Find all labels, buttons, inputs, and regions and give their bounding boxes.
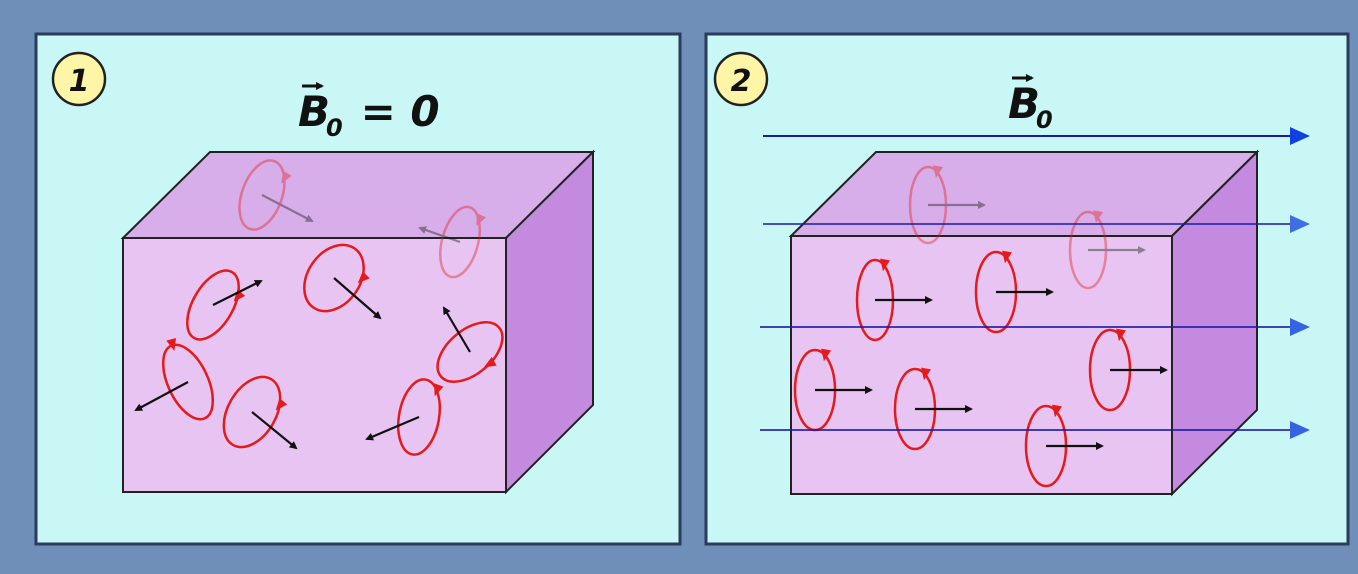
spin-direction-icon bbox=[281, 170, 292, 184]
spin-p1-7 bbox=[365, 378, 444, 456]
spin-direction-icon bbox=[233, 289, 246, 302]
panel-1-field-symbol: B bbox=[298, 87, 330, 136]
magnetic-moment-arrow bbox=[251, 411, 298, 450]
spin-direction-icon bbox=[483, 357, 497, 368]
spin-loop bbox=[303, 243, 365, 313]
magnetic-moment-arrow bbox=[333, 277, 382, 320]
panel-1: 1 B 0 = 0 bbox=[34, 32, 682, 546]
spin-direction-icon bbox=[275, 398, 288, 411]
spin-p1-1 bbox=[418, 205, 486, 279]
magnetic-moment-arrow bbox=[418, 226, 461, 244]
spin-p2-4 bbox=[1088, 328, 1168, 412]
spin-direction-icon bbox=[921, 367, 931, 381]
spin-p2-6 bbox=[893, 367, 973, 451]
panel-2-spins bbox=[793, 165, 1168, 488]
spin-direction-icon bbox=[1093, 210, 1103, 223]
spin-p2-3 bbox=[974, 250, 1054, 334]
spin-p1-3 bbox=[303, 243, 382, 320]
panel-2-badge-number: 2 bbox=[731, 64, 752, 99]
spin-loop bbox=[186, 269, 240, 341]
spin-p1-2 bbox=[186, 269, 263, 341]
spin-direction-icon bbox=[821, 348, 831, 362]
panel-2: 2 B 0 bbox=[704, 32, 1350, 546]
spin-loop bbox=[908, 165, 948, 245]
panel-2-box-front bbox=[790, 235, 1173, 495]
panel-2-field-label: B 0 bbox=[1008, 74, 1053, 134]
spin-loop bbox=[436, 321, 504, 383]
spin-direction-icon bbox=[880, 258, 890, 272]
spin-loop bbox=[238, 159, 286, 231]
panel-1-spins bbox=[134, 159, 504, 456]
spin-loop bbox=[1068, 210, 1108, 290]
panel-2-field-symbol: B bbox=[1008, 79, 1040, 128]
spin-p2-7 bbox=[1024, 404, 1104, 488]
panel-1-badge-circle bbox=[51, 51, 107, 107]
panel-1-box-front bbox=[122, 237, 507, 493]
spin-loop bbox=[222, 375, 282, 449]
panel-1-badge-number: 1 bbox=[69, 64, 90, 99]
spin-direction-icon bbox=[476, 213, 486, 227]
panel-1-sample-box bbox=[120, 149, 596, 495]
spin-p1-6 bbox=[222, 375, 298, 450]
magnetic-moment-arrow bbox=[261, 194, 314, 222]
spin-loop bbox=[396, 378, 442, 456]
spin-p1-0 bbox=[238, 159, 314, 231]
spin-p1-4 bbox=[436, 306, 504, 383]
magnetic-moment-arrow bbox=[365, 415, 420, 441]
panel-2-badge-circle bbox=[713, 51, 769, 107]
spin-direction-icon bbox=[434, 383, 444, 397]
spin-loop bbox=[439, 205, 481, 279]
panel-2-field-subscript: 0 bbox=[1036, 106, 1053, 134]
panel-1-field-label: B 0 = 0 bbox=[298, 82, 440, 142]
spin-direction-icon bbox=[166, 338, 177, 351]
magnetic-moment-arrow bbox=[134, 381, 189, 411]
spin-direction-icon bbox=[1052, 404, 1062, 418]
spin-direction-icon bbox=[357, 271, 370, 284]
magnetic-moment-arrow bbox=[212, 280, 263, 306]
panel-1-badge: 1 bbox=[51, 51, 107, 107]
spin-direction-icon bbox=[1002, 250, 1012, 264]
spin-p2-2 bbox=[855, 258, 933, 342]
panel-1-field-subscript: 0 bbox=[326, 114, 343, 142]
spin-p2-1 bbox=[1068, 210, 1146, 290]
spin-direction-icon bbox=[933, 165, 943, 178]
spin-p1-5 bbox=[134, 338, 215, 421]
panel-1-field-value: = 0 bbox=[346, 87, 440, 136]
magnetic-moment-arrow bbox=[442, 306, 471, 353]
spin-direction-icon bbox=[1116, 328, 1126, 342]
spin-p2-0 bbox=[908, 165, 986, 245]
panel-2-badge: 2 bbox=[713, 51, 769, 107]
panel-2-sample-box bbox=[788, 149, 1260, 497]
